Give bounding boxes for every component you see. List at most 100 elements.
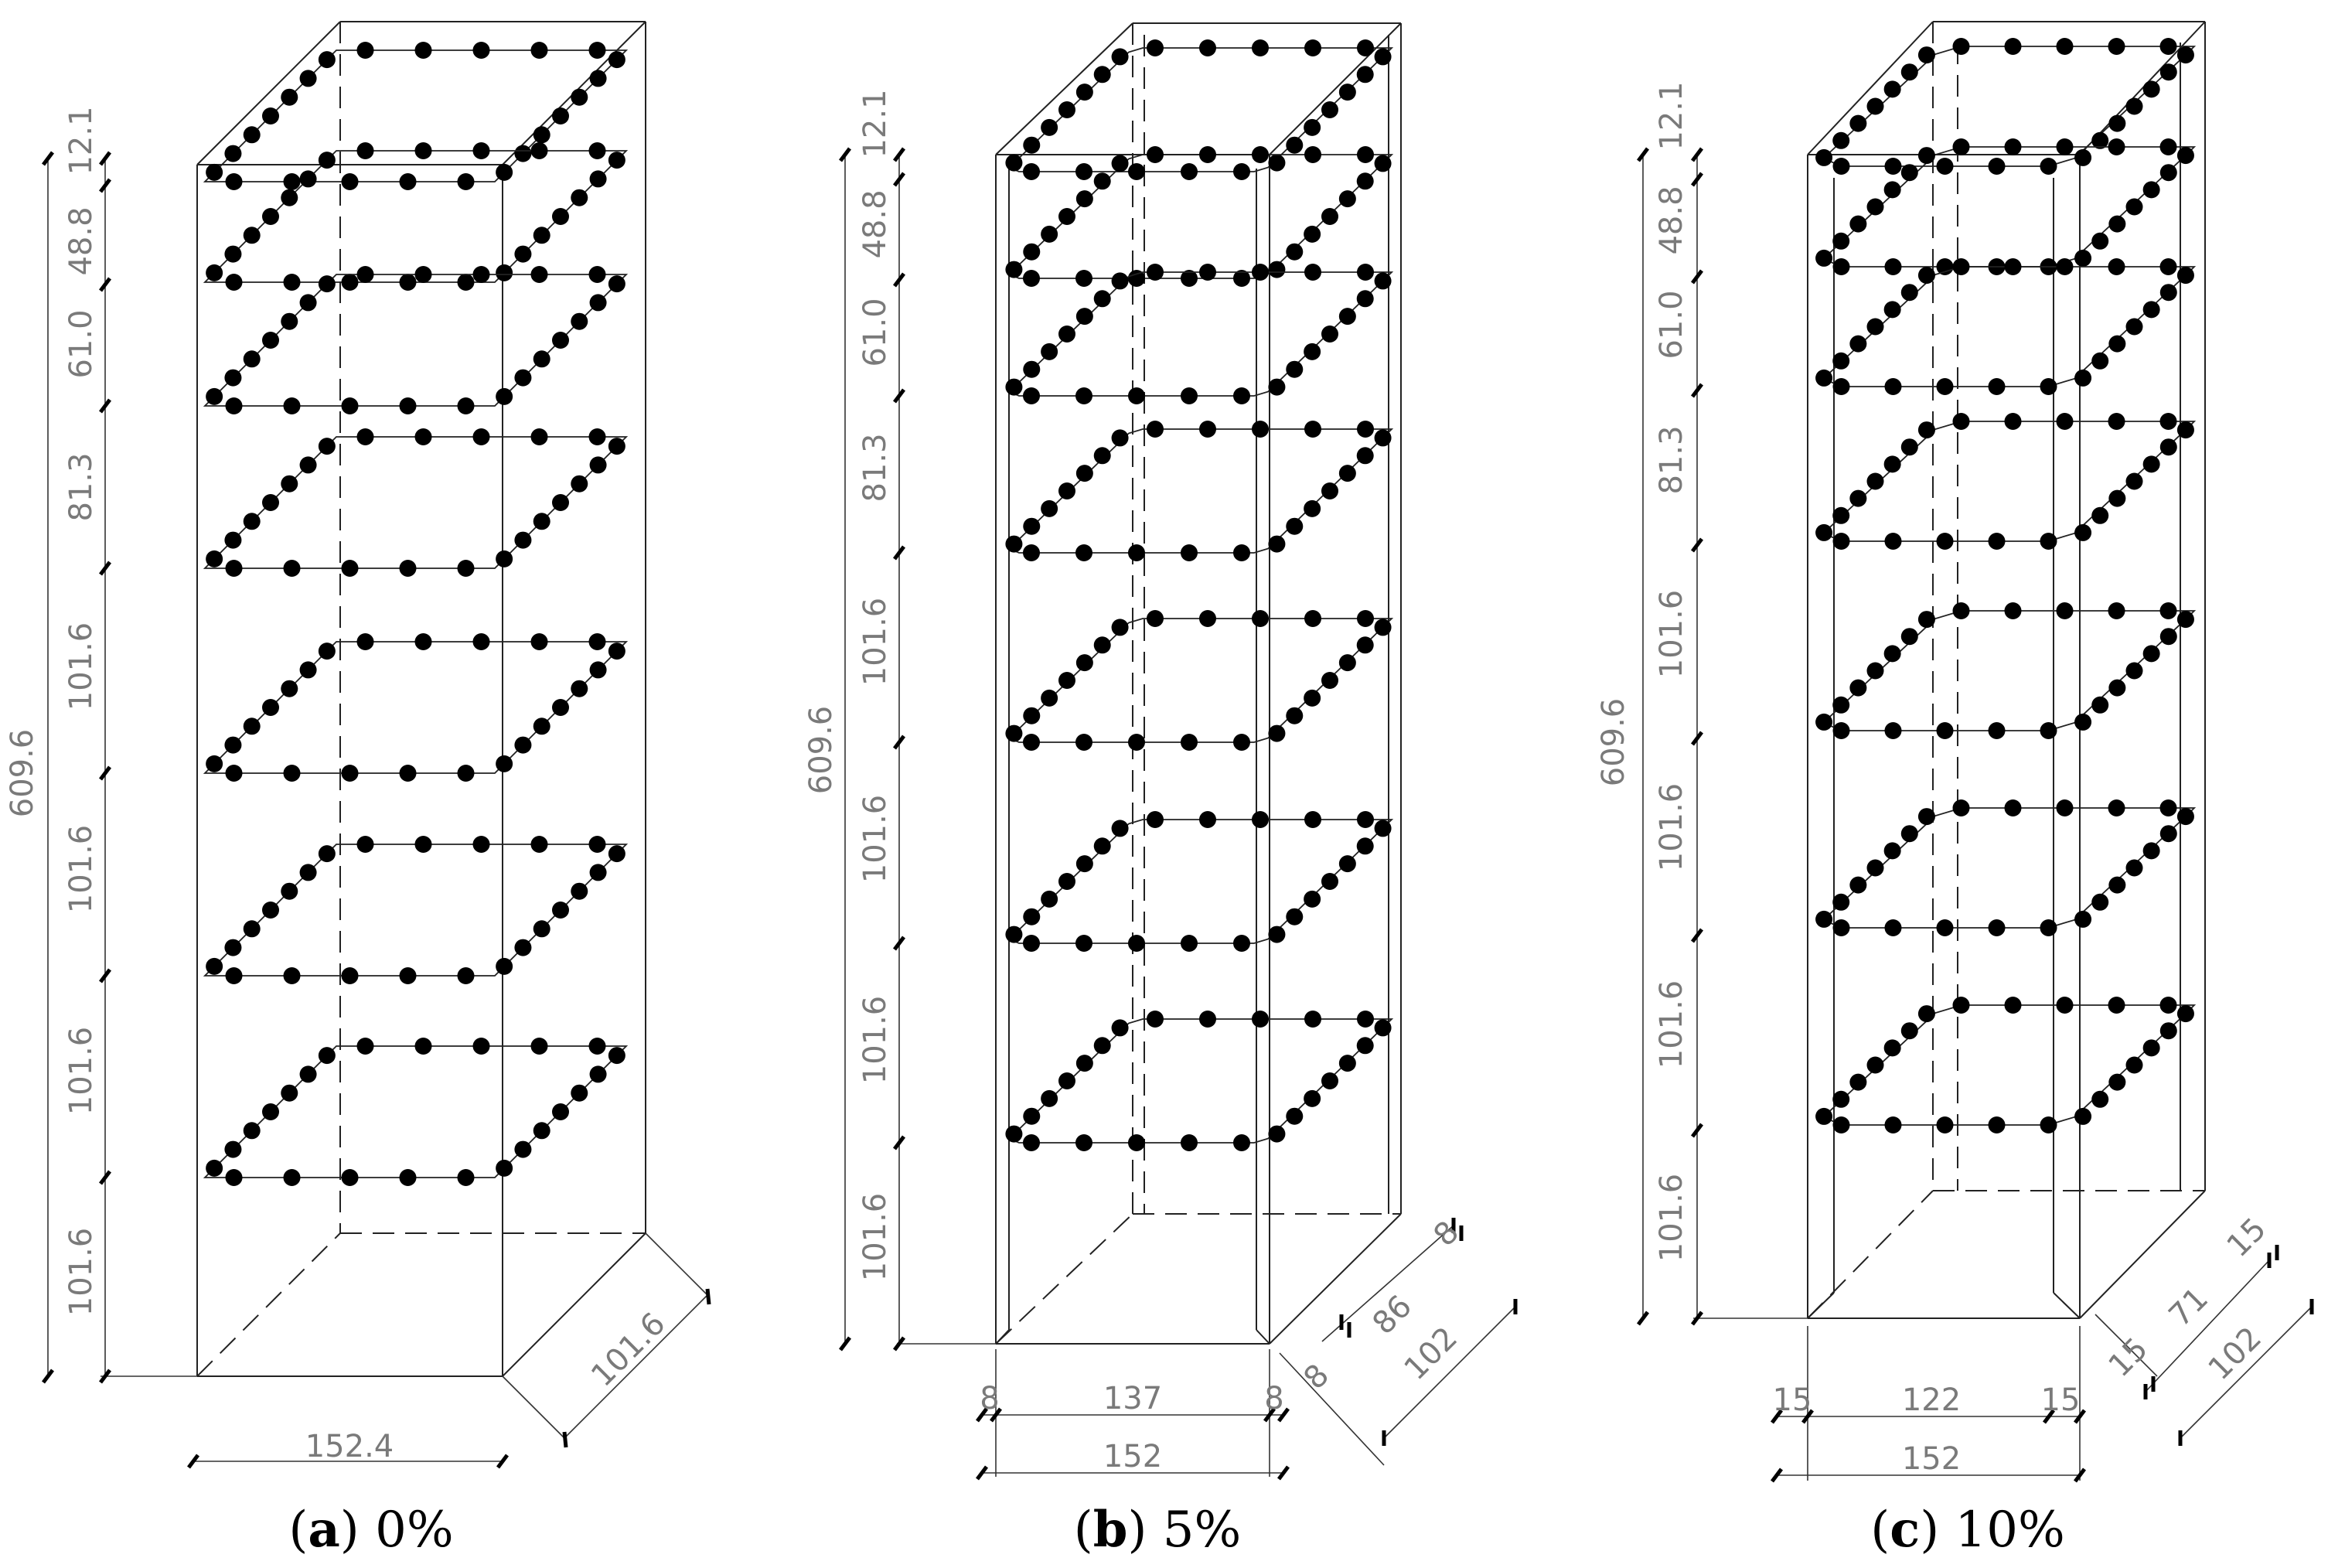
rebar-dot <box>1356 66 1374 84</box>
dimension-ticks-c <box>1637 147 2314 1483</box>
rebar-dot <box>514 245 532 263</box>
caption-a: (a) 0% <box>288 1501 453 1559</box>
rebar-dot <box>281 189 298 206</box>
rebar-dot <box>1005 724 1023 742</box>
rebar-dot <box>283 967 301 984</box>
rebar-dot <box>318 643 336 660</box>
rebar-dot <box>1900 284 1918 302</box>
dimension-tick <box>893 936 905 951</box>
rebar-dot <box>1357 811 1374 828</box>
rebar-dot <box>1093 290 1111 308</box>
rebar-dot <box>1849 215 1867 233</box>
rebar-dot <box>1866 662 1884 680</box>
rebar-dot <box>1356 636 1374 654</box>
rebar-dot <box>224 1140 242 1158</box>
rebar-dot <box>1304 1089 1321 1107</box>
rebar-dot <box>1917 808 1935 826</box>
rebar-dot <box>1832 232 1850 250</box>
rebar-dot <box>283 765 301 782</box>
rebar-dot <box>1111 1019 1129 1037</box>
rebar-dot <box>1304 421 1321 438</box>
rebar-dot <box>1357 39 1374 56</box>
segment-label: 12.1 <box>63 106 99 175</box>
rebar-dot <box>1041 118 1058 136</box>
rebar-dot <box>1111 272 1129 290</box>
rebar-dot <box>2040 919 2057 936</box>
panel-b: 609.6 12.1 48.8 61.0 81.3 101.6 101.6 10… <box>803 22 1518 1559</box>
rebar-dot <box>1304 39 1321 56</box>
rebar-dot <box>281 475 298 493</box>
width-chamfer-left-c: 15 <box>1773 1382 1812 1418</box>
rebar-dot <box>1917 1005 1935 1023</box>
stirrup <box>203 266 629 414</box>
rebar-dot <box>589 864 607 881</box>
rebar-dot <box>1023 908 1041 925</box>
rebar-dot <box>1832 893 1850 911</box>
stirrup <box>203 142 629 291</box>
rebar-dot <box>2108 489 2126 507</box>
rebar-dot <box>2108 114 2126 132</box>
rebar-dot <box>224 245 242 263</box>
height-label-c: 609.6 <box>1596 698 1631 787</box>
rebar-dot <box>2159 164 2177 182</box>
rebar-dot <box>2176 421 2194 439</box>
width-core-b: 137 <box>1103 1381 1162 1416</box>
rebar-dot <box>1936 378 1954 395</box>
segment-label: 101.6 <box>63 825 99 914</box>
dimension-tick <box>893 545 905 561</box>
rebar-dot <box>2108 679 2126 697</box>
rebar-dot <box>1286 517 1304 535</box>
rebar-dot <box>496 163 513 181</box>
rebar-dot <box>2074 910 2092 928</box>
rebar-dot <box>588 633 606 650</box>
rebar-dot <box>1075 465 1093 482</box>
rebar-dot <box>1252 264 1269 281</box>
segment-label: 101.6 <box>63 1228 99 1317</box>
rebar-dot <box>1233 387 1250 404</box>
rebar-dot <box>571 882 588 900</box>
rebar-dot <box>225 274 243 291</box>
segment-label: 101.6 <box>63 1027 99 1116</box>
rebar-dot <box>2091 1090 2109 1108</box>
rebar-dot <box>1338 308 1356 326</box>
rebar-dot <box>1005 261 1023 278</box>
rebar-dot <box>1304 118 1321 136</box>
rebar-dot <box>1041 225 1058 243</box>
rebar-dot <box>341 560 359 577</box>
rebar-dot <box>1041 343 1058 360</box>
rebar-dot <box>1338 654 1356 672</box>
rebar-dot <box>2091 893 2109 911</box>
dimension-tick <box>99 561 111 576</box>
depth-chamfer-front-c: 15 <box>2102 1331 2156 1385</box>
rebar-dot <box>341 397 359 414</box>
rebar-dot <box>1338 190 1356 208</box>
rebar-dot <box>1849 489 1867 507</box>
rebar-dot <box>1199 421 1216 438</box>
rebar-dot <box>399 967 417 984</box>
stirrup <box>203 633 629 782</box>
rebar-dot <box>2108 413 2125 430</box>
rebar-dot <box>2056 602 2074 619</box>
height-label-b: 609.6 <box>803 706 839 795</box>
segment-label: 48.8 <box>63 206 99 275</box>
dimension-tick <box>562 1431 568 1448</box>
rebar-dot <box>1952 602 1970 619</box>
dimension-tick <box>705 1288 711 1305</box>
stirrup <box>1005 610 1394 751</box>
depth-label-a: 101.6 <box>585 1306 673 1394</box>
rebar-dot <box>1884 533 1902 550</box>
rebar-dot <box>206 957 223 975</box>
rebar-dot <box>399 173 417 190</box>
rebar-dot <box>283 560 301 577</box>
rebar-dot <box>1304 1011 1321 1028</box>
rebar-dot <box>457 967 475 984</box>
rebar-dot <box>224 145 242 162</box>
rebar-dot <box>225 765 243 782</box>
panel-a: 609.6 12.1 48.8 61.0 81.3 101.6 101.6 10… <box>5 21 711 1559</box>
rebar-dot <box>1005 154 1023 172</box>
dimension-tick <box>99 277 111 292</box>
rebar-dot <box>1338 465 1356 482</box>
rebar-dot <box>1356 1037 1374 1055</box>
rebar-dot <box>514 736 532 754</box>
